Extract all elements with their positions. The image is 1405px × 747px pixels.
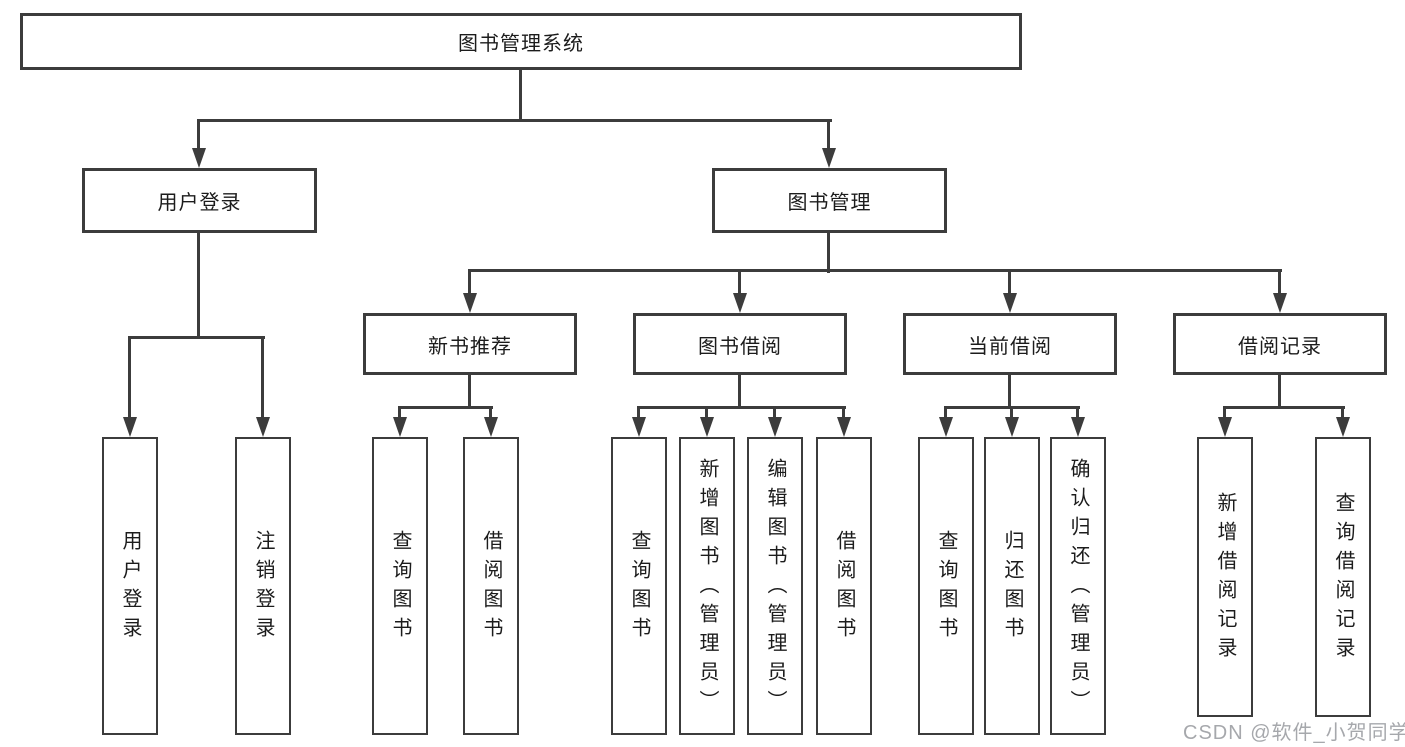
leaf-query-borrow-record: 查询借阅记录 <box>1315 437 1371 717</box>
arrow-down-icon <box>1071 417 1085 437</box>
arrow-down-icon <box>733 293 747 313</box>
connector-line <box>198 119 832 122</box>
connector-line <box>827 119 830 150</box>
leaf-borrow-books-recommend: 借阅图书 <box>463 437 519 735</box>
connector-line <box>128 336 131 419</box>
connector-line <box>738 375 741 409</box>
connector-line <box>398 406 493 409</box>
connector-line <box>773 406 776 419</box>
connector-line <box>1223 406 1345 409</box>
node-new-book-recommend: 新书推荐 <box>363 313 577 375</box>
node-book-management-system: 图书管理系统 <box>20 13 1022 70</box>
node-borrow-records: 借阅记录 <box>1173 313 1387 375</box>
arrow-down-icon <box>768 417 782 437</box>
leaf-add-borrow-record: 新增借阅记录 <box>1197 437 1253 717</box>
node-book-borrowing: 图书借阅 <box>633 313 847 375</box>
arrow-down-icon <box>939 417 953 437</box>
connector-line <box>705 406 708 419</box>
leaf-borrow-books-borrowing: 借阅图书 <box>816 437 872 735</box>
node-book-management: 图书管理 <box>712 168 947 233</box>
connector-line <box>468 269 1282 272</box>
arrow-down-icon <box>1005 417 1019 437</box>
arrow-down-icon <box>1003 293 1017 313</box>
connector-line <box>1223 406 1226 419</box>
arrow-down-icon <box>1336 417 1350 437</box>
connector-line <box>468 269 471 295</box>
arrow-down-icon <box>1218 417 1232 437</box>
arrow-down-icon <box>822 148 836 168</box>
connector-line <box>1076 406 1079 419</box>
arrow-down-icon <box>1273 293 1287 313</box>
arrow-down-icon <box>256 417 270 437</box>
connector-line <box>128 336 265 339</box>
leaf-query-books-borrowing: 查询图书 <box>611 437 667 735</box>
node-current-borrowing: 当前借阅 <box>903 313 1117 375</box>
connector-line <box>827 233 830 273</box>
connector-line <box>1278 269 1281 295</box>
leaf-query-books-current: 查询图书 <box>918 437 974 735</box>
arrow-down-icon <box>192 148 206 168</box>
leaf-query-books-recommend: 查询图书 <box>372 437 428 735</box>
leaf-confirm-return-admin: 确认归还（管理员） <box>1050 437 1106 735</box>
connector-line <box>1341 406 1344 419</box>
leaf-logout: 注销登录 <box>235 437 291 735</box>
arrow-down-icon <box>484 417 498 437</box>
connector-line <box>197 233 200 339</box>
leaf-return-book: 归还图书 <box>984 437 1040 735</box>
connector-line <box>261 336 264 419</box>
arrow-down-icon <box>837 417 851 437</box>
connector-line <box>1278 375 1281 409</box>
connector-line <box>519 67 522 122</box>
leaf-edit-book-admin: 编辑图书（管理员） <box>747 437 803 735</box>
arrow-down-icon <box>123 417 137 437</box>
connector-line <box>637 406 846 409</box>
connector-line <box>637 406 640 419</box>
connector-line <box>842 406 845 419</box>
connector-line <box>197 119 200 150</box>
connector-line <box>489 406 492 419</box>
node-user-login: 用户登录 <box>82 168 317 233</box>
connector-line <box>1010 406 1013 419</box>
arrow-down-icon <box>632 417 646 437</box>
connector-line <box>738 269 741 295</box>
arrow-down-icon <box>463 293 477 313</box>
connector-line <box>1008 375 1011 409</box>
connector-line <box>944 406 947 419</box>
arrow-down-icon <box>700 417 714 437</box>
connector-line <box>468 375 471 409</box>
watermark-text: CSDN @软件_小贺同学 <box>1183 722 1405 744</box>
leaf-user-login: 用户登录 <box>102 437 158 735</box>
connector-line <box>1008 269 1011 295</box>
connector-line <box>398 406 401 419</box>
leaf-add-book-admin: 新增图书（管理员） <box>679 437 735 735</box>
arrow-down-icon <box>393 417 407 437</box>
